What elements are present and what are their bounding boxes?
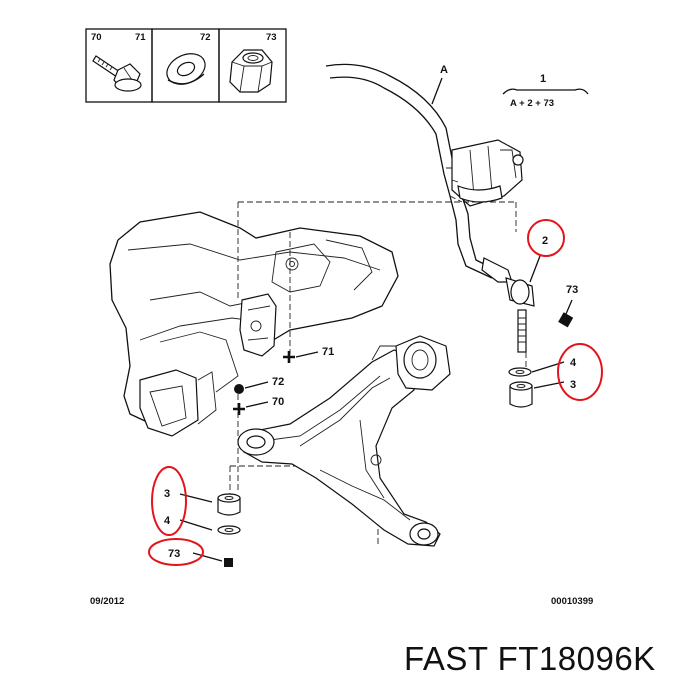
label-bolt-70: 70 xyxy=(272,396,284,408)
legend-label-72: 72 xyxy=(200,32,211,43)
left-bushing-set: 3 4 73 xyxy=(148,466,241,567)
stabilizer-bar: A xyxy=(325,63,524,279)
legend-label-70: 70 xyxy=(91,32,102,43)
legend-label-73: 73 xyxy=(266,32,277,43)
label-a: A xyxy=(440,64,448,76)
diagram-reference: 00010399 xyxy=(551,596,593,607)
label-washer-4-right: 4 xyxy=(570,357,577,369)
diagram-date: 09/2012 xyxy=(90,596,124,607)
assembly-formula: 1 A + 2 + 73 xyxy=(502,73,589,109)
label-washer-4-left: 4 xyxy=(164,515,171,527)
formula-assembly-number: 1 xyxy=(540,73,546,85)
washer-icon xyxy=(166,53,206,85)
label-washer-72: 72 xyxy=(272,376,284,388)
bolt-icon xyxy=(92,55,142,92)
formula-components: A + 2 + 73 xyxy=(510,98,554,109)
label-bushing-3-left: 3 xyxy=(164,488,170,500)
label-link-2: 2 xyxy=(542,235,548,247)
label-nut-73-left: 73 xyxy=(168,548,180,560)
label-bolt-71: 71 xyxy=(322,346,334,358)
nut-icon xyxy=(229,49,273,93)
legend-label-71: 71 xyxy=(135,32,146,43)
brand-part-number: FAST FT18096K xyxy=(404,640,656,677)
stabilizer-link: 2 73 xyxy=(481,219,578,353)
fastener-callouts: 71 72 70 xyxy=(233,346,334,415)
right-bushing-set: 4 3 xyxy=(508,343,603,408)
subframe xyxy=(109,211,399,437)
legend-table: 70 71 72 73 xyxy=(85,28,287,103)
label-bushing-3-right: 3 xyxy=(570,379,576,391)
label-nut-73-right: 73 xyxy=(566,284,578,296)
lower-control-arm xyxy=(237,335,451,547)
